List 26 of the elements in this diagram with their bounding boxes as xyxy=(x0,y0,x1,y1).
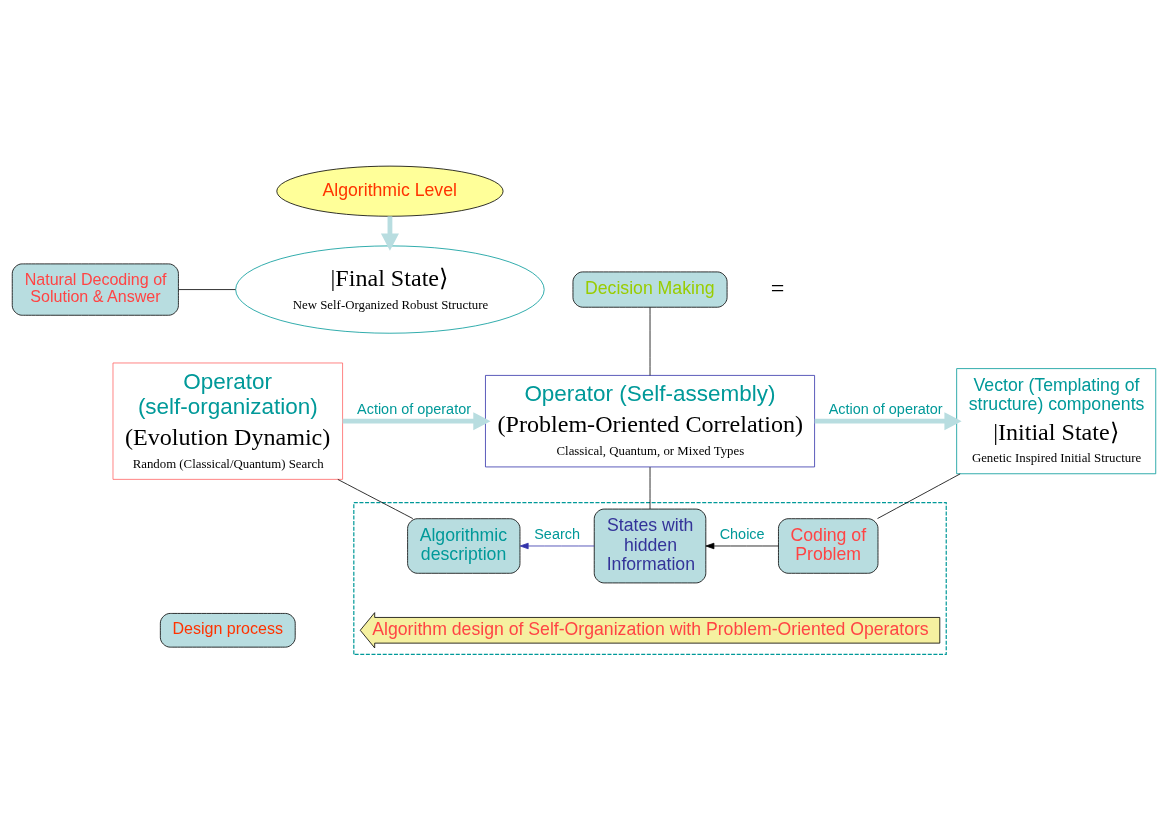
arrow xyxy=(342,411,491,430)
cluster xyxy=(353,501,947,655)
node-box: Coding of Problem xyxy=(778,517,879,574)
edge-label: Search xyxy=(534,525,580,542)
node-box: States with hidden Information xyxy=(593,508,707,583)
node-box: Vector (Templating of structure) components |Initial State⟩ Genetic Inspired Initial Structure xyxy=(956,367,1157,474)
node-box: Decision Making xyxy=(572,271,728,308)
arrow xyxy=(519,542,595,549)
connector xyxy=(337,478,414,519)
connector xyxy=(877,472,961,519)
node-box: Design process xyxy=(159,612,296,648)
edge-label: Choice xyxy=(719,525,765,542)
connector xyxy=(649,306,651,376)
node-ellipse: |Final State⟩ New Self-Organized Robust Structure xyxy=(235,245,545,334)
node-box: Algorithmic description xyxy=(407,517,521,574)
node-ellipse: Algorithmic Level xyxy=(276,165,504,217)
node-box: Operator (self-organization) (Evolution Dynamic) Random (Classical/Quantum) Search xyxy=(112,362,343,480)
arrow xyxy=(705,542,779,549)
connector xyxy=(178,288,236,290)
node-box: Natural Decoding of Solution & Answer xyxy=(11,263,179,316)
node-box: Operator (Self-assembly) (Problem-Oriented Correlation) Classical, Quantum, or Mixed Types xyxy=(485,374,815,467)
label: = xyxy=(770,274,785,301)
arrow xyxy=(380,215,399,251)
edge-label: Action of operator xyxy=(357,400,472,417)
arrow xyxy=(814,411,962,430)
edge-label: Action of operator xyxy=(828,400,943,417)
